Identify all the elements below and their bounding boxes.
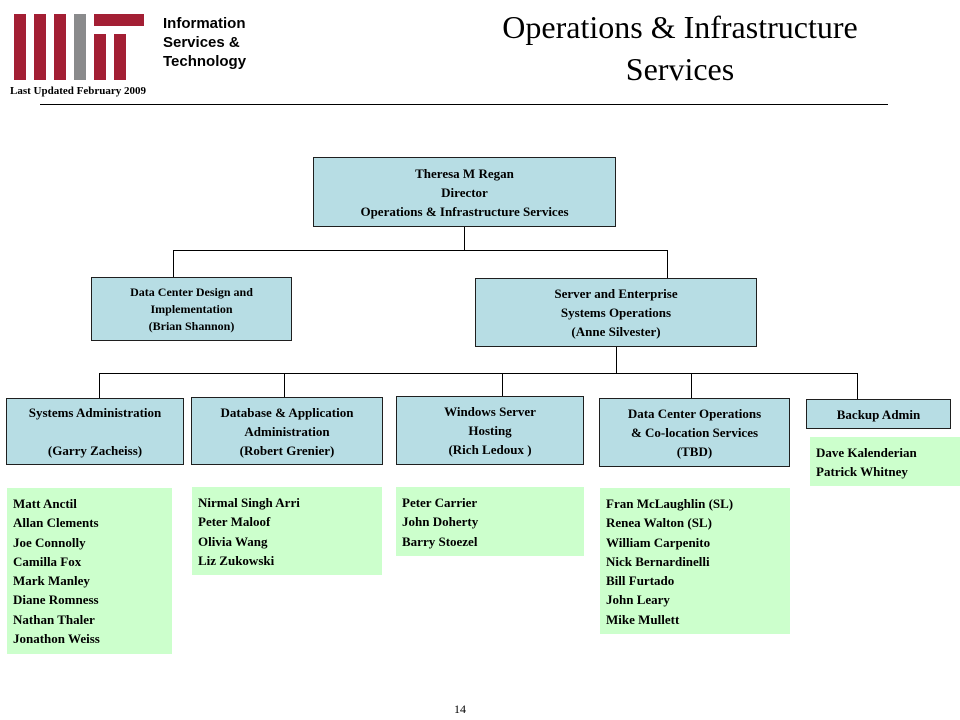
data-center-operations-members: Fran McLaughlin (SL) Renea Walton (SL) W…	[600, 488, 790, 634]
member-name: Nirmal Singh Arri	[198, 495, 300, 510]
database-app-admin-box: Database & Application Administration (R…	[191, 397, 383, 465]
box-line: Systems Operations	[560, 305, 672, 320]
windows-server-hosting-members: Peter Carrier John Doherty Barry Stoezel	[396, 487, 584, 556]
connector-line	[284, 373, 285, 398]
backup-admin-members: Dave Kalenderian Patrick Whitney	[810, 437, 960, 486]
box-line: (Garry Zacheiss)	[47, 443, 143, 458]
systems-admin-members: Matt Anctil Allan Clements Joe Connolly …	[7, 488, 172, 654]
box-line: Administration	[244, 423, 330, 439]
member-name: Bill Furtado	[606, 573, 675, 589]
connector-line	[667, 250, 668, 279]
member-name: Peter Carrier	[402, 495, 478, 510]
connector-line	[99, 373, 100, 400]
page-number: 14	[454, 702, 466, 716]
box-line: Implementation	[150, 301, 233, 316]
connector-line	[464, 226, 465, 250]
member-name: Fran McLaughlin (SL)	[606, 496, 734, 511]
member-name: Liz Zukowski	[198, 552, 275, 568]
box-line: Systems Administration	[28, 405, 162, 420]
connector-line	[857, 373, 858, 399]
member-name: John Doherty	[402, 514, 479, 530]
box-line: Hosting	[468, 423, 512, 438]
box-line: Data Center Operations	[627, 406, 762, 421]
member-name: Camilla Fox	[13, 553, 82, 569]
box-line: (Brian Shannon)	[148, 318, 235, 333]
member-name: Renea Walton (SL)	[606, 515, 712, 531]
member-name: Mike Mullett	[606, 611, 680, 627]
connector-line	[99, 373, 858, 374]
director-unit: Operations & Infrastructure Services	[360, 203, 569, 219]
box-line: & Co-location Services	[630, 425, 759, 440]
director-role: Director	[441, 184, 488, 200]
member-name: Dave Kalenderian	[816, 445, 917, 460]
box-line: Server and Enterprise	[554, 286, 678, 301]
connector-line	[616, 346, 617, 373]
org-name-line: Technology	[163, 53, 247, 70]
member-name: Diane Romness	[13, 592, 99, 608]
database-app-admin-members: Nirmal Singh Arri Peter Maloof Olivia Wa…	[192, 487, 382, 575]
box-line: Data Center Design and	[130, 284, 253, 299]
backup-admin-box: Backup Admin	[806, 399, 951, 429]
member-name: Nick Bernardinelli	[606, 553, 710, 569]
connector-line	[173, 250, 174, 278]
member-name: Barry Stoezel	[402, 533, 478, 549]
org-name: Information Services & Technology	[163, 14, 303, 71]
box-line: (Rich Ledoux )	[448, 442, 532, 457]
page-title: Operations & Infrastructure Services	[450, 6, 910, 90]
member-name: Jonathon Weiss	[13, 631, 100, 647]
server-enterprise-box: Server and Enterprise Systems Operations…	[475, 278, 757, 347]
connector-line	[691, 373, 692, 399]
mit-logo	[14, 14, 144, 80]
member-name: Olivia Wang	[198, 533, 268, 549]
data-center-design-box: Data Center Design and Implementation (B…	[91, 277, 292, 341]
member-name: Nathan Thaler	[13, 611, 95, 627]
box-line: Backup Admin	[836, 406, 921, 422]
member-name: Patrick Whitney	[816, 464, 908, 480]
member-name: Allan Clements	[13, 515, 99, 531]
box-line: (Anne Silvester)	[571, 324, 661, 339]
connector-line	[502, 373, 503, 397]
member-name: John Leary	[606, 592, 670, 608]
connector-line	[173, 250, 668, 251]
title-line: Services	[625, 51, 735, 87]
member-name: William Carpenito	[606, 534, 711, 550]
systems-admin-box: Systems Administration (Garry Zacheiss)	[6, 398, 184, 465]
last-updated: Last Updated February 2009	[10, 85, 146, 97]
org-name-line: Services &	[163, 34, 240, 51]
member-name: Mark Manley	[13, 573, 90, 589]
director-name: Theresa M Regan	[415, 165, 514, 181]
member-name: Matt Anctil	[13, 496, 77, 511]
box-line: (Robert Grenier)	[239, 442, 335, 458]
director-box: Theresa M Regan Director Operations & In…	[313, 157, 616, 227]
org-name-line: Information	[163, 15, 246, 32]
member-name: Peter Maloof	[198, 514, 271, 530]
title-line: Operations & Infrastructure	[502, 9, 858, 45]
data-center-operations-box: Data Center Operations & Co-location Ser…	[599, 398, 790, 467]
box-line: Windows Server	[444, 404, 536, 419]
box-line: Database & Application	[220, 404, 354, 420]
box-line: (TBD)	[676, 444, 713, 459]
header-divider	[40, 104, 888, 105]
member-name: Joe Connolly	[13, 534, 86, 550]
windows-server-hosting-box: Windows Server Hosting (Rich Ledoux )	[396, 396, 584, 465]
